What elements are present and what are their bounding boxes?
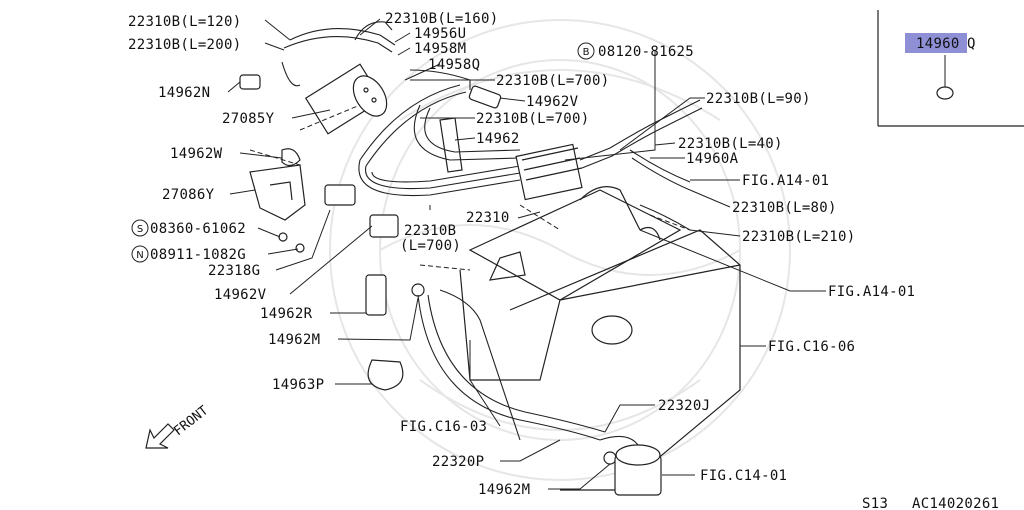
hose-bundle xyxy=(281,21,703,231)
inset-part-suffix: Q xyxy=(967,36,976,52)
canister-27085Y xyxy=(304,63,388,135)
label-14956U[interactable]: 14956U xyxy=(414,26,466,42)
lower-hoses xyxy=(417,289,662,496)
label-22310B-L700-a[interactable]: 22310B(L=700) xyxy=(496,73,609,89)
inset-box: 14960 Q xyxy=(877,10,1024,127)
label-22310B-L160[interactable]: 22310B(L=160) xyxy=(385,11,498,27)
screw-symbol-icon xyxy=(131,219,149,237)
label-14960A[interactable]: 14960A xyxy=(686,151,739,167)
front-direction-indicator: FRONT xyxy=(145,403,211,449)
label-27086Y[interactable]: 27086Y xyxy=(162,187,215,203)
nut-symbol-letter: N xyxy=(136,250,143,261)
label-14962N[interactable]: 14962N xyxy=(158,85,210,101)
label-22320J[interactable]: 22320J xyxy=(658,398,710,414)
label-27085Y[interactable]: 27085Y xyxy=(222,111,275,127)
label-fig-A14-01-top[interactable]: FIG.A14-01 xyxy=(742,173,829,189)
label-14958Q[interactable]: 14958Q xyxy=(428,57,480,73)
label-fig-A14-01-bottom[interactable]: FIG.A14-01 xyxy=(828,284,915,300)
label-22310B-L90[interactable]: 22310B(L=90) xyxy=(706,91,811,107)
front-arrow-icon xyxy=(145,423,175,449)
label-14962V-top[interactable]: 14962V xyxy=(526,94,579,110)
label-22310B-mid[interactable]: 22310B xyxy=(404,223,456,239)
watermark-crest xyxy=(329,19,791,481)
label-22310[interactable]: 22310 xyxy=(466,210,510,226)
label-22310B-L200[interactable]: 22310B(L=200) xyxy=(128,37,241,53)
label-fig-C14-01[interactable]: FIG.C14-01 xyxy=(700,468,787,484)
bracket-27086Y xyxy=(249,148,306,221)
nut-symbol-icon xyxy=(131,245,149,263)
inset-part-highlight xyxy=(905,33,967,53)
reference-dashes xyxy=(249,104,691,271)
label-fig-C16-06[interactable]: FIG.C16-06 xyxy=(768,339,855,355)
label-14962[interactable]: 14962 xyxy=(476,131,520,147)
clip-parts xyxy=(239,74,617,465)
label-22310B-L210[interactable]: 22310B(L=210) xyxy=(742,229,855,245)
label-08360-61062[interactable]: 08360-61062 xyxy=(150,221,246,237)
bolt-symbol-letter: B xyxy=(583,47,590,58)
label-14962M-b[interactable]: 14962M xyxy=(478,482,530,498)
bolt-symbol-icon xyxy=(577,42,595,60)
label-14958M[interactable]: 14958M xyxy=(414,41,466,57)
label-14962M-a[interactable]: 14962M xyxy=(268,332,320,348)
label-14963P[interactable]: 14963P xyxy=(272,377,324,393)
label-22318G[interactable]: 22318G xyxy=(208,263,260,279)
label-22310B-L80[interactable]: 22310B(L=80) xyxy=(732,200,837,216)
inset-part-number[interactable]: 14960 xyxy=(916,36,960,52)
label-22310B-L40[interactable]: 22310B(L=40) xyxy=(678,136,783,152)
label-22310B-L120[interactable]: 22310B(L=120) xyxy=(128,14,241,30)
label-14962W[interactable]: 14962W xyxy=(170,146,223,162)
label-22310B-mid-length: (L=700) xyxy=(400,238,461,254)
footer-model-code: S13 xyxy=(862,496,888,510)
screw-symbol-letter: S xyxy=(137,224,143,235)
front-label: FRONT xyxy=(171,403,211,439)
engine-block xyxy=(459,186,741,491)
footer-diagram-code: AC14020261 xyxy=(912,496,999,510)
label-fig-C16-03[interactable]: FIG.C16-03 xyxy=(400,419,487,435)
label-22310B-L700-b[interactable]: 22310B(L=700) xyxy=(476,111,589,127)
leader-lines xyxy=(227,18,826,490)
inset-plug-part xyxy=(936,86,954,100)
label-22320P[interactable]: 22320P xyxy=(432,454,484,470)
label-08120-81625[interactable]: 08120-81625 xyxy=(598,44,694,60)
label-14962R[interactable]: 14962R xyxy=(260,306,313,322)
label-14962V-bottom[interactable]: 14962V xyxy=(214,287,267,303)
label-08911-1082G[interactable]: 08911-1082G xyxy=(150,247,246,263)
